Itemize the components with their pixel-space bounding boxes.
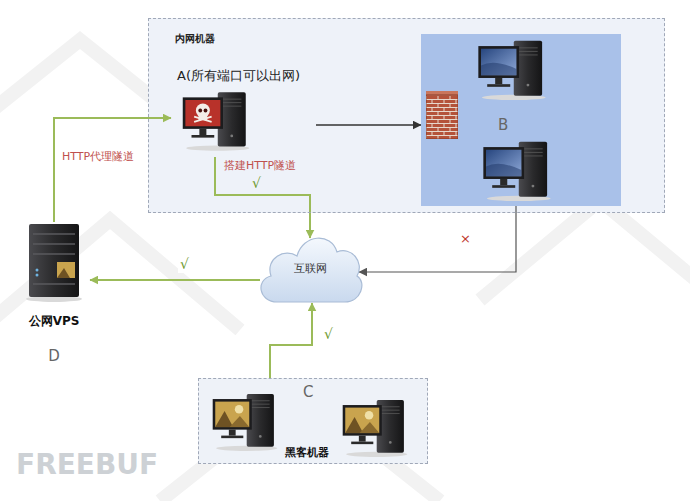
region-fill — [148, 18, 665, 213]
edge-label: × — [458, 231, 473, 247]
connector — [90, 279, 260, 281]
subnet-b: B — [421, 34, 621, 206]
firewall-icon — [426, 91, 458, 139]
compromised-computer — [181, 89, 251, 153]
node-text: 互联网 — [294, 262, 327, 276]
node-text: A(所有端口可以出网) — [177, 68, 300, 84]
watermark: FREEBUF — [14, 448, 160, 482]
connector — [316, 124, 421, 125]
node-text: B — [498, 116, 508, 135]
computer-icon — [341, 397, 409, 459]
public-vps: 公网VPS D — [18, 222, 90, 370]
intranet-region: 内网机器 A(所有端口可以出网) B — [148, 18, 665, 213]
node-text: 公网VPS — [29, 314, 80, 329]
host-a: A(所有端口可以出网) — [171, 65, 316, 157]
node-text: 内网机器 — [175, 33, 215, 46]
computer-icon — [211, 391, 279, 453]
computer-icon — [476, 39, 548, 101]
server-icon — [23, 222, 85, 302]
connector — [54, 118, 171, 222]
connector — [359, 206, 516, 272]
attacker-region: C 黑客机器 — [198, 378, 428, 464]
edge-label: √ — [250, 175, 263, 192]
connector — [215, 157, 310, 238]
connector — [270, 303, 312, 378]
internet-cloud: 互联网 — [255, 228, 365, 306]
edge-label: √ — [322, 326, 335, 343]
edge-label: √ — [178, 256, 191, 273]
node-text: 黑客机器 — [285, 446, 329, 460]
computer-icon — [481, 140, 553, 202]
node-text: D — [48, 347, 60, 366]
tunnel-note: 搭建HTTP隧道 — [222, 159, 298, 172]
node-text: C — [303, 383, 313, 402]
edge-label: HTTP代理隧道 — [60, 150, 136, 163]
